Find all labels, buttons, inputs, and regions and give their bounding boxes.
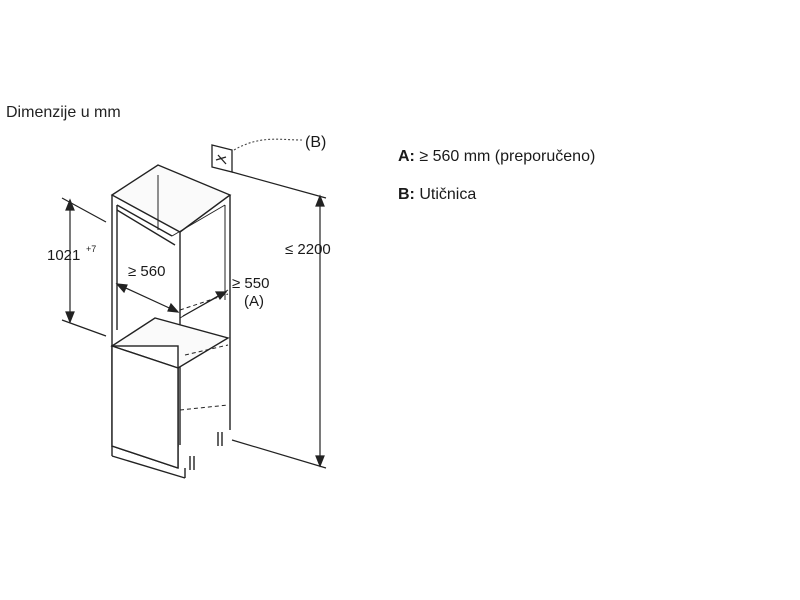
legend-a: A: ≥ 560 mm (preporučeno) [398, 148, 595, 166]
depth-label: ≥ 550 [232, 275, 269, 292]
legend-b-key: B: [398, 186, 415, 203]
socket-icon [211, 144, 233, 173]
legend-b-text: Utičnica [414, 186, 477, 203]
depth-dimension [182, 291, 228, 317]
niche-height-label: 1021 [47, 247, 80, 264]
callout-leader [233, 138, 303, 151]
depth-ref-label: (A) [244, 293, 264, 310]
total-height-label: ≤ 2200 [285, 241, 331, 258]
height-dimension [61, 197, 107, 337]
legend-a-key: A: [398, 148, 415, 165]
callout-b-label: (B) [305, 134, 326, 151]
total-height-dimension [231, 171, 327, 469]
cabinet [110, 164, 232, 479]
page-title: Dimenzije u mm [6, 104, 121, 121]
legend-b: B: Utičnica [398, 186, 476, 204]
width-dimension [115, 283, 180, 313]
niche-height-tolerance: +7 [86, 244, 96, 254]
width-label: ≥ 560 [128, 263, 165, 280]
legend-a-text: ≥ 560 mm (preporučeno) [414, 148, 596, 165]
